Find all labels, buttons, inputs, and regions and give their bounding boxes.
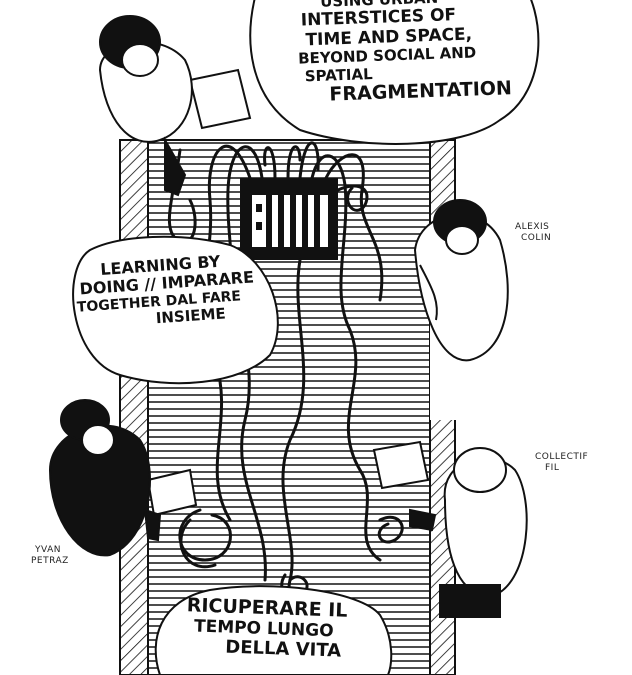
label-line: FIL	[545, 463, 560, 474]
person-top-left	[98, 15, 193, 197]
label-line: PETRAZ	[31, 556, 69, 567]
person-right-top	[413, 199, 509, 362]
name-label-yvan-petraz: YVAN PETRAZ	[31, 545, 69, 568]
bubble-text-bottom: RICUPERARE IL TEMPO LUNGO DELLA VITA	[185, 594, 347, 663]
person-left-bottom	[48, 399, 162, 557]
person-right-bottom	[409, 447, 528, 618]
circuit-board	[240, 178, 338, 260]
speech-bubble-bottom	[154, 585, 393, 675]
label-line: YVAN	[35, 545, 61, 555]
speech-bubble-top-right	[249, 0, 540, 145]
name-label-alexis-colin: ALEXIS COLIN	[515, 222, 551, 245]
bubble-text-middle-left: LEARNING BY DOING // IMPARARE TOGETHER D…	[76, 250, 257, 331]
label-line: COLLECTIF	[535, 452, 589, 462]
name-label-collectif-fil: COLLECTIF FIL	[535, 452, 588, 475]
bubble-text-top-right: USING URBAN INTERSTICES OF TIME AND SPAC…	[290, 0, 512, 107]
speech-bubble-middle-left	[72, 235, 279, 385]
laptops	[146, 68, 430, 517]
bubble-line: DELLA VITA	[224, 636, 342, 663]
label-line: COLIN	[521, 233, 552, 244]
label-line: ALEXIS	[515, 222, 550, 232]
